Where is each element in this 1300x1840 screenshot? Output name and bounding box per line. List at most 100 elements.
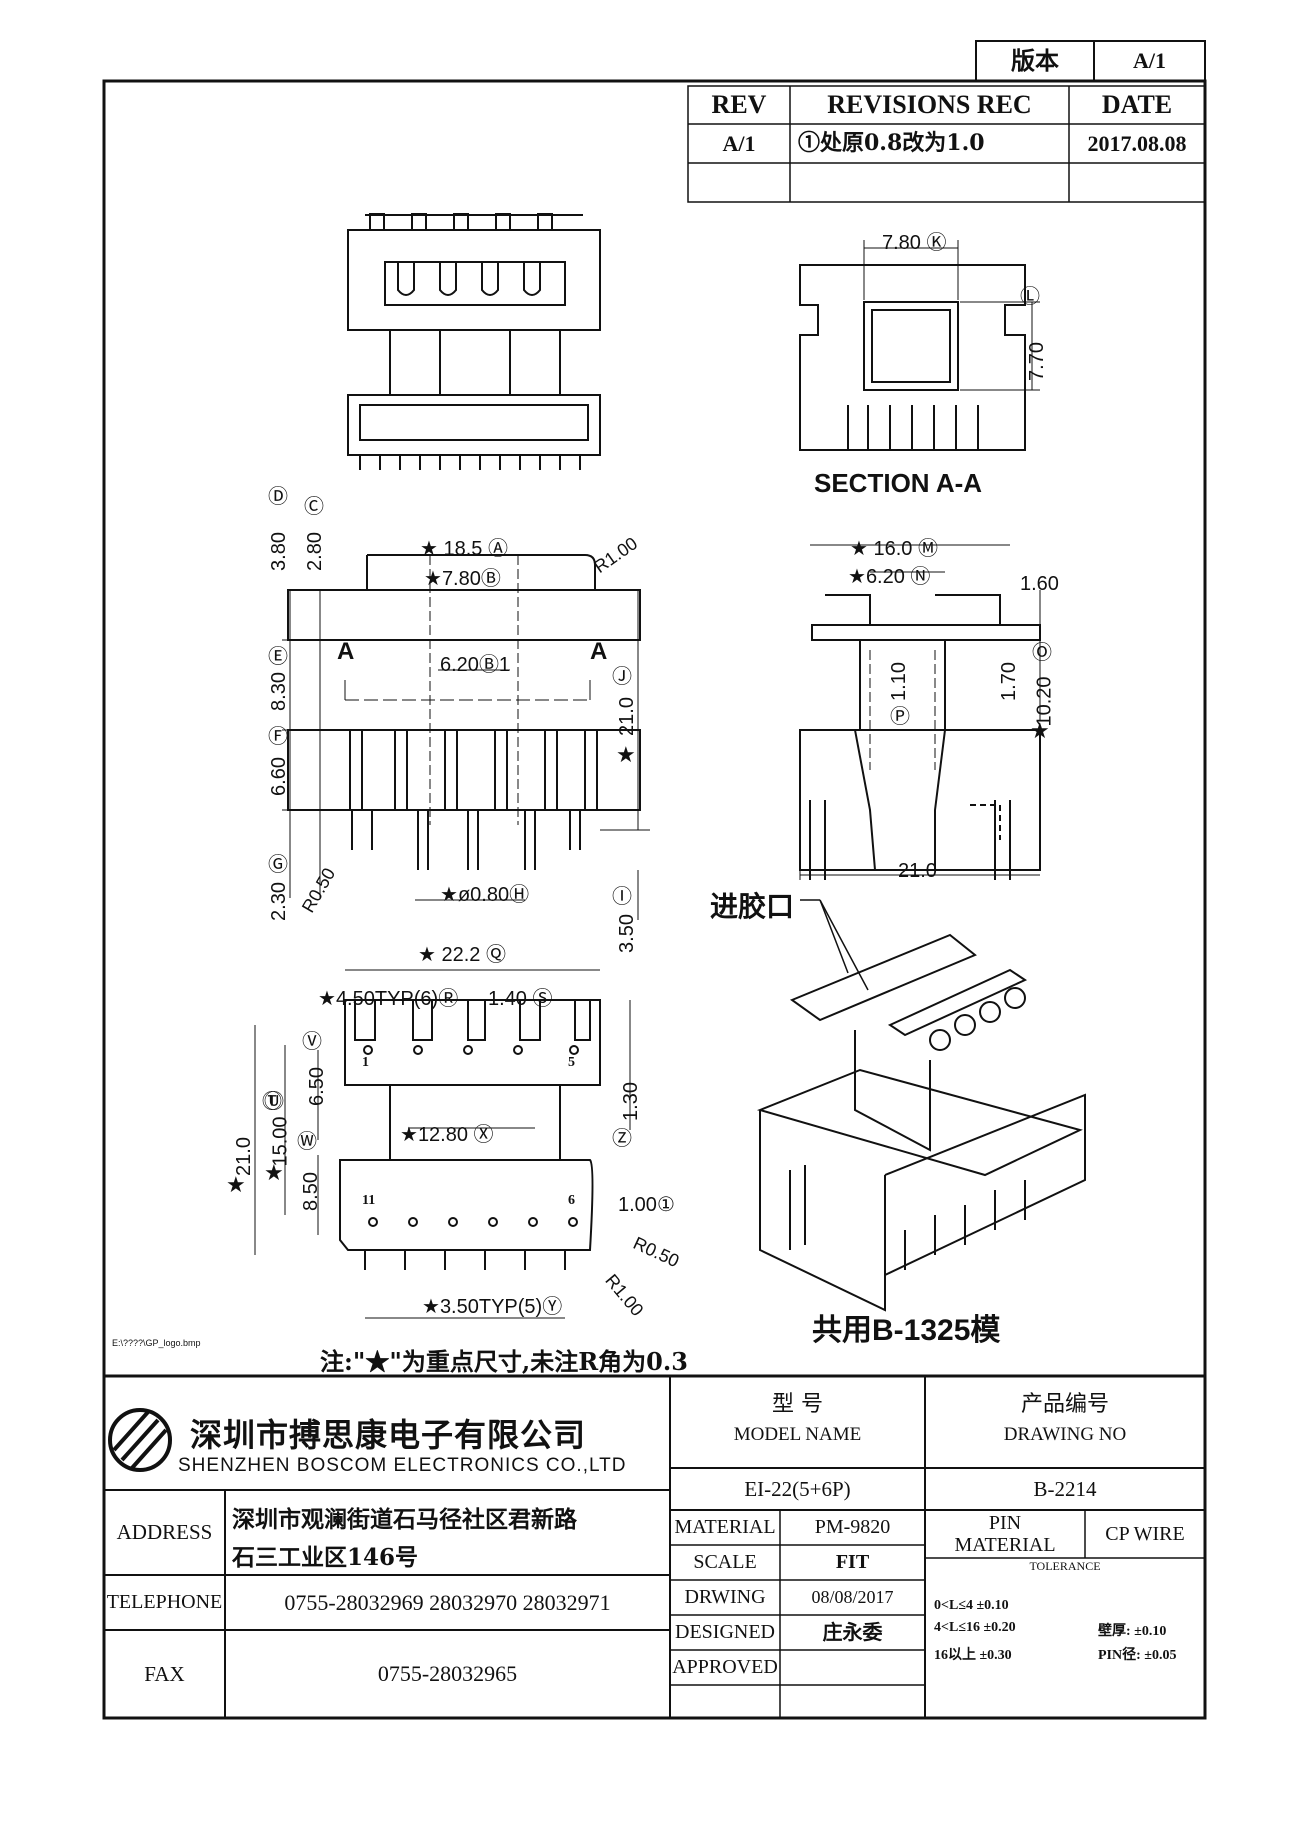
dim-s: 1.40 Ⓢ xyxy=(488,988,553,1010)
pin-11: 11 xyxy=(362,1193,376,1208)
dim-c-mark: Ⓒ xyxy=(304,496,324,518)
dim-j: 21.0 xyxy=(615,697,638,736)
drwing-value: 08/08/2017 xyxy=(811,1587,894,1608)
fax-value: 0755-28032965 xyxy=(377,1661,518,1687)
fax-label: FAX xyxy=(144,1661,185,1686)
dim-u-star: ★ xyxy=(264,1160,284,1185)
rev-row-rec: ①处原0.8改为1.0 xyxy=(798,129,985,156)
material-value: PM-9820 xyxy=(814,1516,891,1538)
note: 注:"★"为重点尺寸,未注R角为0.3 xyxy=(320,1347,688,1376)
dim-q: ★ 22.2 Ⓠ xyxy=(418,944,506,966)
version-label: 版本 xyxy=(1011,46,1059,76)
dim-l: 7.70 xyxy=(1025,342,1048,381)
top-view xyxy=(347,213,601,470)
dim-w21: 21.0 xyxy=(898,860,937,882)
pin-1: 1 xyxy=(362,1055,369,1070)
rev-header: REV xyxy=(711,90,767,120)
dim-x: ★12.80 Ⓧ xyxy=(400,1124,494,1146)
revisions-rec-header: REVISIONS REC xyxy=(827,90,1032,120)
address-line1: 深圳市观澜街道石马径社区君新路 xyxy=(232,1506,577,1533)
scale-label: SCALE xyxy=(693,1551,757,1573)
dim-g: 2.30 xyxy=(267,882,290,921)
dim-o-mark: Ⓞ xyxy=(1032,642,1052,664)
bottom-view xyxy=(254,969,631,1319)
telephone-label: TELEPHONE xyxy=(106,1591,223,1613)
tolerance-3b: PIN径: ±0.05 xyxy=(1098,1648,1177,1663)
drawing-label-en: DRAWING NO xyxy=(1003,1424,1127,1446)
dim-f: 6.60 xyxy=(267,757,290,796)
tolerance-2: 4<L≤16 ±0.20 xyxy=(934,1620,1016,1635)
dim-i-mark: Ⓘ xyxy=(612,886,632,908)
dim-t-star: ★ xyxy=(226,1172,246,1197)
dim-h: ★ø0.80Ⓗ xyxy=(440,884,530,906)
tolerance-3: 16以上 ±0.30 xyxy=(934,1648,1012,1663)
pin-material-label-2: MATERIAL xyxy=(954,1533,1056,1556)
dim-e: 8.30 xyxy=(267,672,290,711)
front-view xyxy=(282,554,650,920)
address-label: ADDRESS xyxy=(116,1520,213,1545)
rev-row-rev: A/1 xyxy=(722,130,756,156)
pin-6: 6 xyxy=(568,1193,575,1208)
dim-b: ★7.80Ⓑ xyxy=(424,568,501,590)
dim-i: 3.50 xyxy=(615,914,638,953)
material-label: MATERIAL xyxy=(674,1516,776,1538)
company-name-en: SHENZHEN BOSCOM ELECTRONICS CO.,LTD xyxy=(178,1455,627,1476)
dim-z-mark: Ⓩ xyxy=(612,1128,632,1150)
dim-t-mark: Ⓣ xyxy=(262,1091,282,1113)
dim-u-mark: Ⓤ xyxy=(264,1091,284,1113)
address-line2: 石三工业区146号 xyxy=(232,1544,419,1571)
gate-label: 进胶口 xyxy=(710,891,795,922)
dim-z: 1.30 xyxy=(619,1082,642,1121)
dim-f-mark: Ⓕ xyxy=(268,726,288,748)
model-label-en: MODEL NAME xyxy=(733,1424,862,1446)
model-label-cn: 型 号 xyxy=(772,1392,823,1418)
dim-l-mark: Ⓛ xyxy=(1020,286,1040,308)
dim-m: ★ 16.0 Ⓜ xyxy=(850,538,938,560)
dim-n160: 1.60 xyxy=(1020,573,1059,595)
dim-v: 6.50 xyxy=(305,1067,328,1106)
dim-o-star: ★ xyxy=(1030,718,1050,743)
approved-value xyxy=(780,1650,925,1685)
dim-p-mark: Ⓟ xyxy=(890,706,910,728)
dim-g-mark: Ⓖ xyxy=(268,854,288,876)
date-header: DATE xyxy=(1101,90,1173,120)
dim-n: ★6.20 Ⓝ xyxy=(848,566,931,588)
dim-b1: 6.20Ⓑ1 xyxy=(440,654,511,676)
dim-e-mark: Ⓔ xyxy=(268,646,288,668)
dim-k: 7.80 Ⓚ xyxy=(882,232,947,254)
approved-label: APPROVED xyxy=(672,1656,778,1678)
pin-material-value: CP WIRE xyxy=(1105,1522,1185,1545)
dim-a: ★ 18.5 Ⓐ xyxy=(420,538,508,560)
dim-w-mark: Ⓦ xyxy=(297,1131,317,1153)
logo-path: E:\????\GP_logo.bmp xyxy=(112,1338,201,1348)
dim-p: 1.10 xyxy=(887,662,910,701)
dim-v-mark: Ⓥ xyxy=(302,1031,322,1053)
dim-d-mark: Ⓓ xyxy=(268,486,288,508)
company-name-cn: 深圳市搏思康电子有限公司 xyxy=(190,1416,587,1454)
side-view xyxy=(799,544,1041,880)
pin-material-label-1: PIN xyxy=(988,1511,1022,1534)
dim-t: 21.0 xyxy=(232,1137,255,1176)
dim-y: ★3.50TYP(5)Ⓨ xyxy=(422,1296,563,1318)
company-logo xyxy=(108,1408,172,1472)
dim-c: 2.80 xyxy=(303,532,326,571)
section-mark-right: A xyxy=(590,638,608,665)
section-view xyxy=(799,240,1040,451)
tolerance-label: TOLERANCE xyxy=(1029,1559,1101,1574)
drawing-label-cn: 产品编号 xyxy=(1020,1392,1109,1418)
dim-j-star: ★ xyxy=(616,742,636,767)
isometric-view xyxy=(756,899,1086,1312)
dim-j-mark: Ⓙ xyxy=(612,666,632,688)
telephone-value: 0755-28032969 28032970 28032971 xyxy=(284,1589,611,1615)
section-mark-left: A xyxy=(337,638,355,665)
shared-mold-label: 共用B-1325模 xyxy=(812,1314,1001,1347)
scale-value: FIT xyxy=(835,1551,870,1573)
drwing-label: DRWING xyxy=(684,1586,766,1608)
drawing-value: B-2214 xyxy=(1033,1476,1097,1501)
section-label: SECTION A-A xyxy=(814,468,983,498)
designed-value: 庄永委 xyxy=(822,1620,883,1644)
tolerance-1: 0<L≤4 ±0.10 xyxy=(934,1598,1009,1613)
dim-wdim: 8.50 xyxy=(299,1172,322,1211)
model-value: EI-22(5+6P) xyxy=(744,1476,851,1501)
